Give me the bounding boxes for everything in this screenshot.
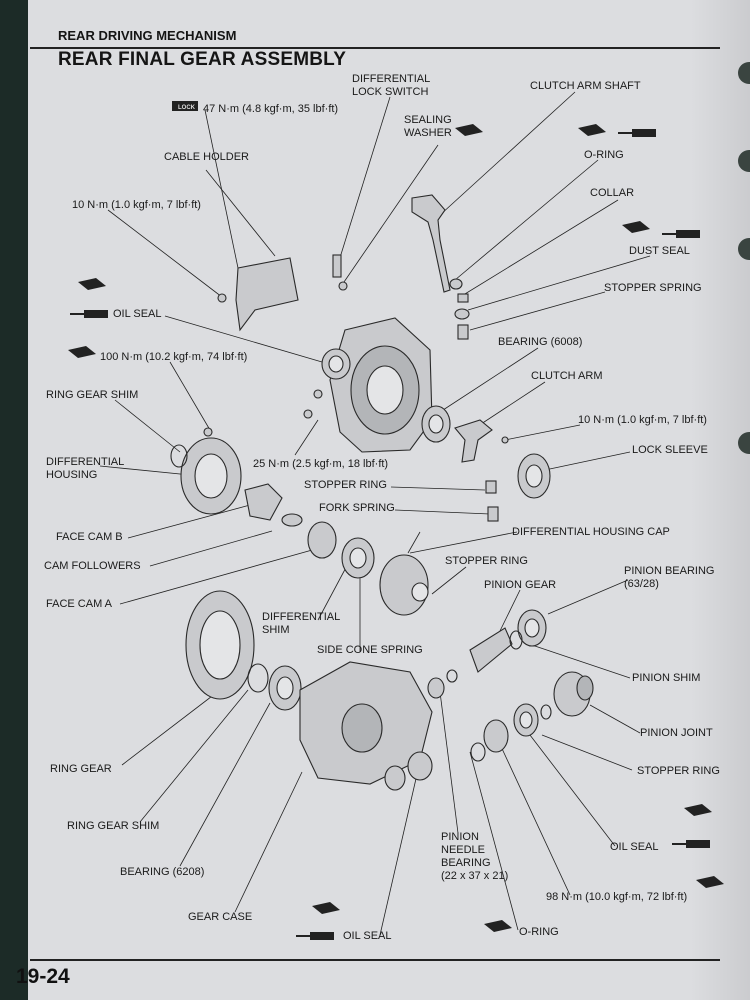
pinion-needle-bearing-part (427, 677, 445, 699)
label-stopper-ring-b: STOPPER RING (445, 555, 528, 567)
ring-gear-shim-part (247, 663, 269, 693)
torque-47: 47 N·m (4.8 kgf·m, 35 lbf·ft) (203, 103, 339, 115)
torque-10-top: 10 N·m (1.0 kgf·m, 7 lbf·ft) (72, 199, 201, 211)
label-lock-sleeve: LOCK SLEEVE (632, 444, 708, 456)
fork-spring-part (487, 506, 499, 522)
stopper-spring-part (457, 324, 469, 340)
face-cam-a-part (307, 521, 337, 559)
new-grease-icon-oil-seal-top (70, 278, 108, 318)
binder-tab (738, 238, 750, 260)
torque-100: 100 N·m (10.2 kgf·m, 74 lbf·ft) (100, 351, 248, 363)
label-cam-followers: CAM FOLLOWERS (44, 560, 141, 572)
bolt-10nm (217, 293, 227, 303)
label-side-cone-spring: SIDE CONE SPRING (317, 644, 423, 656)
label-face-cam-a: FACE CAM A (46, 598, 113, 610)
label-oil-seal-top: OIL SEAL (113, 308, 162, 320)
label-ring-gear-shim-top: RING GEAR SHIM (46, 389, 139, 401)
label-stopper-ring-mid: STOPPER RING (304, 479, 387, 491)
pinion-nut-part (483, 719, 509, 753)
cam-followers-part (281, 513, 303, 527)
label-pinion-joint: PINION JOINT (640, 727, 713, 739)
bolt-25nm (313, 389, 323, 399)
label-clutch-arm-shaft: CLUTCH ARM SHAFT (530, 80, 641, 92)
oil-seal-bottom-part (407, 751, 433, 781)
page-number: 19-24 (16, 965, 70, 988)
new-grease-icon-oil-seal-bottom (296, 902, 340, 940)
header-rule (30, 47, 720, 49)
label-oil-seal-right: OIL SEAL (610, 841, 659, 853)
binder-tab (738, 432, 750, 454)
label-o-ring-bottom: O-RING (519, 926, 559, 938)
label-stopper-ring-low: STOPPER RING (637, 765, 720, 777)
label-o-ring-top: O-RING (584, 149, 624, 161)
label-differential-lock-switch: DIFFERENTIAL LOCK SWITCH (352, 73, 431, 98)
label-collar: COLLAR (590, 187, 635, 199)
torque-98: 98 N·m (10.0 kgf·m, 72 lbf·ft) (546, 891, 688, 903)
new-icon-100nm (68, 346, 96, 358)
label-ring-gear: RING GEAR (50, 763, 112, 775)
lock-switch-part (332, 254, 342, 278)
label-sealing-washer: SEALING WASHER (404, 114, 452, 139)
label-fork-spring: FORK SPRING (319, 502, 395, 514)
label-differential-housing: DIFFERENTIAL HOUSING (46, 456, 125, 481)
stopper-ring-low-part (540, 704, 552, 720)
ring-gear-shim-top-part (170, 444, 188, 468)
o-ring-top-part (449, 278, 463, 290)
new-grease-icon-o-ring-top (578, 124, 656, 137)
pinion-gear-part (469, 627, 513, 673)
label-dust-seal: DUST SEAL (629, 245, 690, 257)
label-gear-case: GEAR CASE (188, 911, 253, 923)
bolt-10nm-right (501, 436, 509, 444)
new-grease-icon-dust-seal (622, 221, 700, 238)
torque-25: 25 N·m (2.5 kgf·m, 18 lbf·ft) (253, 458, 389, 470)
collar-part (457, 293, 469, 303)
sealing-washer-part (338, 281, 348, 291)
bolt-100nm (203, 427, 213, 437)
label-face-cam-b: FACE CAM B (56, 531, 123, 543)
label-oil-seal-bottom: OIL SEAL (343, 930, 392, 942)
label-pinion-bearing: PINION BEARING (63/28) (624, 565, 715, 590)
binder-tab (738, 150, 750, 172)
dust-seal-part (454, 308, 470, 320)
plug-part (384, 765, 406, 791)
label-clutch-arm: CLUTCH ARM (531, 370, 603, 382)
face-cam-b-part (244, 483, 283, 521)
new-grease-icon-oil-seal-right (672, 804, 712, 848)
page-title: REAR FINAL GEAR ASSEMBLY (58, 49, 347, 70)
label-pinion-needle-bearing: PINION NEEDLE BEARING (22 x 37 x 21) (441, 831, 509, 882)
label-pinion-shim: PINION SHIM (632, 672, 701, 684)
label-differential-housing-cap: DIFFERENTIAL HOUSING CAP (512, 526, 670, 538)
label-ring-gear-shim-low: RING GEAR SHIM (67, 820, 160, 832)
stopper-ring-part (485, 480, 497, 494)
label-bearing-6008: BEARING (6008) (498, 336, 583, 348)
cable-holder-part (235, 257, 299, 332)
torque-10-right: 10 N·m (1.0 kgf·m, 7 lbf·ft) (578, 414, 707, 426)
clutch-arm-shaft-part (411, 194, 451, 293)
section-header: REAR DRIVING MECHANISM (58, 28, 237, 43)
pinion-shim-part (509, 630, 523, 650)
lock-icon-text: LOCK (178, 105, 196, 111)
spec-icons: LOCK (68, 101, 724, 940)
label-stopper-spring: STOPPER SPRING (604, 282, 702, 294)
new-icon-o-ring-bottom (484, 920, 512, 932)
label-bearing-6208: BEARING (6208) (120, 866, 205, 878)
bolt-25nm-b (303, 409, 313, 419)
label-differential-shim: DIFFERENTIAL SHIM (262, 611, 341, 636)
new-icon-98nm (696, 876, 724, 888)
parts (170, 194, 594, 791)
leader-lines (99, 91, 651, 936)
label-pinion-gear: PINION GEAR (484, 579, 557, 591)
o-ring-bottom-part (470, 742, 486, 762)
binder-tab (738, 62, 750, 84)
footer-rule (30, 959, 720, 961)
label-cable-holder: CABLE HOLDER (164, 151, 249, 163)
clutch-arm-part (454, 419, 493, 463)
new-icon-sealing-washer (455, 124, 483, 136)
